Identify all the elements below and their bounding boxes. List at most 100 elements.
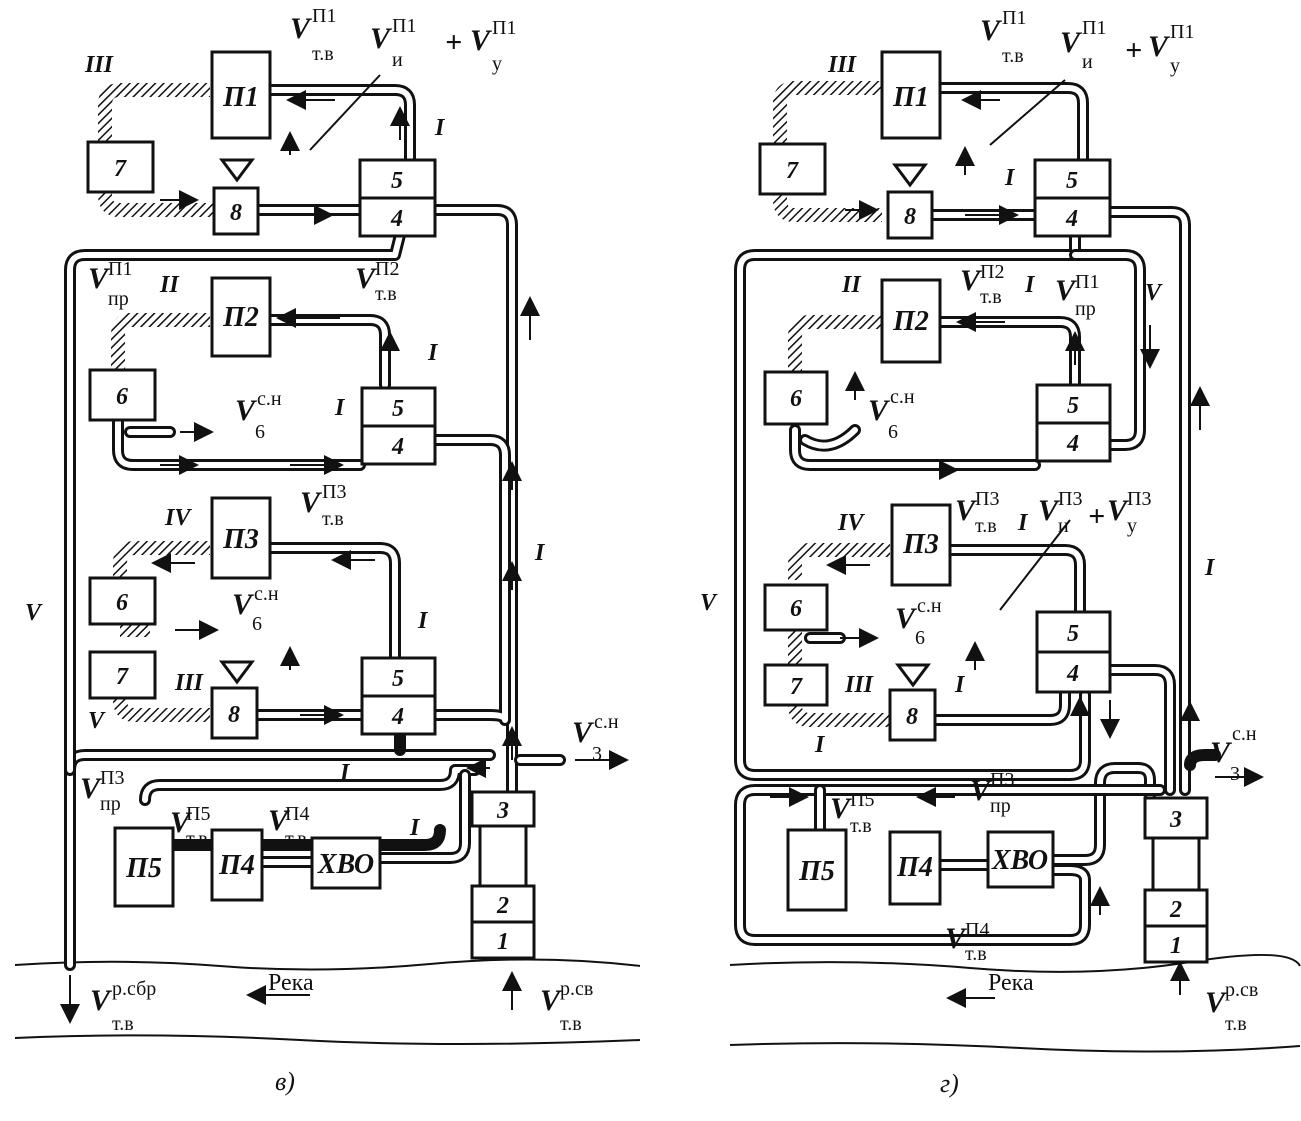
river-bank-top-right: [729, 953, 1301, 973]
block-5-mid: 5: [360, 386, 437, 428]
svg-text:IV: IV: [164, 505, 192, 531]
svg-text:6: 6: [255, 421, 265, 443]
block-8-top-right: 8: [886, 163, 934, 240]
svg-text:т.в: т.в: [285, 828, 307, 850]
svg-text:I: I: [1024, 272, 1036, 298]
svg-text:I: I: [1004, 165, 1016, 191]
svg-text:V: V: [80, 772, 103, 805]
svg-text:7: 7: [116, 664, 129, 690]
svg-text:т.в: т.в: [965, 943, 987, 965]
svg-text:4: 4: [1065, 206, 1078, 232]
svg-text:V: V: [170, 806, 193, 839]
block-p1-right: П1: [880, 50, 942, 140]
svg-text:пр: пр: [990, 795, 1011, 817]
svg-text:ХВО: ХВО: [317, 849, 374, 880]
svg-text:пр: пр: [100, 793, 121, 815]
svg-text:т.в: т.в: [1002, 45, 1024, 67]
svg-text:+: +: [445, 26, 462, 59]
svg-text:I: I: [409, 815, 421, 841]
svg-text:V: V: [945, 922, 968, 955]
svg-text:I: I: [434, 115, 446, 141]
svg-text:6: 6: [790, 386, 802, 412]
svg-text:пр: пр: [108, 288, 129, 310]
block-6-low: 6: [88, 576, 157, 626]
svg-text:8: 8: [230, 200, 242, 226]
svg-text:7: 7: [786, 158, 799, 184]
river-bank-bottom-right: [729, 1042, 1301, 1053]
svg-text:1: 1: [1170, 933, 1182, 959]
block-8-low-right: 8: [888, 663, 937, 742]
block-p1: П1: [210, 50, 272, 140]
svg-text:V: V: [955, 494, 978, 527]
svg-text:V: V: [1038, 494, 1061, 527]
block-7-top-right: 7: [758, 142, 827, 196]
svg-text:I: I: [954, 672, 966, 698]
panel-v: П1 7 8 5 4 П2 6 5: [14, 5, 641, 1096]
svg-text:V: V: [1107, 494, 1130, 527]
svg-text:т.в: т.в: [375, 283, 397, 305]
block-4-low: 4: [360, 694, 437, 736]
svg-text:5: 5: [392, 396, 404, 422]
svg-text:П2: П2: [222, 302, 259, 333]
svg-text:р.св: р.св: [560, 978, 593, 1000]
svg-text:6: 6: [915, 627, 925, 649]
svg-text:с.н: с.н: [1232, 723, 1257, 745]
svg-text:3: 3: [496, 798, 509, 824]
svg-text:П3: П3: [1058, 488, 1082, 510]
labels-left: III V П1 т.в V П1 и + V П1 у I V П1 пр I…: [25, 5, 619, 1096]
svg-text:П4: П4: [218, 850, 255, 881]
svg-text:4: 4: [391, 704, 404, 730]
svg-text:т.в: т.в: [112, 1013, 134, 1035]
svg-text:пр: пр: [1075, 298, 1096, 320]
svg-text:1: 1: [497, 929, 509, 955]
svg-text:П1: П1: [1075, 271, 1099, 293]
svg-text:5: 5: [1067, 621, 1079, 647]
svg-text:V: V: [25, 600, 43, 626]
svg-text:6: 6: [252, 613, 262, 635]
block-p5: П5: [113, 826, 175, 908]
svg-text:V: V: [1055, 274, 1078, 307]
svg-text:5: 5: [1066, 168, 1078, 194]
block-4-mid-right: 4: [1035, 421, 1112, 463]
svg-text:с.н: с.н: [917, 595, 942, 617]
block-3-right: 3: [1143, 796, 1209, 892]
block-hvo: ХВО: [310, 836, 382, 890]
block-p3-right: П3: [890, 503, 952, 587]
svg-text:V: V: [290, 12, 313, 45]
svg-text:IV: IV: [837, 510, 865, 536]
block-4-mid: 4: [360, 424, 437, 466]
block-5-low: 5: [360, 656, 437, 698]
river-bank-top: [14, 958, 641, 971]
svg-text:П1: П1: [108, 258, 132, 280]
svg-text:3: 3: [592, 743, 602, 765]
svg-text:4: 4: [1066, 431, 1079, 457]
svg-text:П3: П3: [902, 529, 939, 560]
svg-text:6: 6: [116, 384, 128, 410]
pipes-left: [64, 83, 566, 971]
svg-text:V: V: [300, 486, 323, 519]
svg-text:у: у: [1127, 515, 1137, 537]
labels-right: III V П1 т.в V П1 и + V П1 у I II V П2 т…: [700, 7, 1258, 1098]
block-8-top: 8: [212, 158, 260, 236]
svg-text:П1: П1: [892, 82, 929, 113]
svg-text:V: V: [470, 24, 493, 57]
svg-text:I: I: [1017, 510, 1029, 536]
svg-text:и: и: [1082, 51, 1093, 73]
svg-text:П5: П5: [125, 853, 162, 884]
svg-text:в): в): [275, 1067, 295, 1096]
block-7-low: 7: [88, 650, 157, 700]
svg-text:7: 7: [114, 156, 127, 182]
svg-text:V: V: [572, 716, 595, 749]
svg-text:т.в: т.в: [312, 43, 334, 65]
svg-text:П1: П1: [312, 5, 336, 27]
svg-text:I: I: [427, 340, 439, 366]
svg-text:П1: П1: [492, 17, 516, 39]
svg-text:2: 2: [496, 893, 509, 919]
svg-text:г): г): [940, 1069, 959, 1098]
block-p2-right: П2: [880, 278, 942, 364]
block-1-right: 1: [1143, 924, 1209, 964]
block-5-top: 5: [358, 158, 437, 200]
svg-text:III: III: [84, 52, 115, 78]
svg-text:V: V: [1145, 280, 1163, 306]
